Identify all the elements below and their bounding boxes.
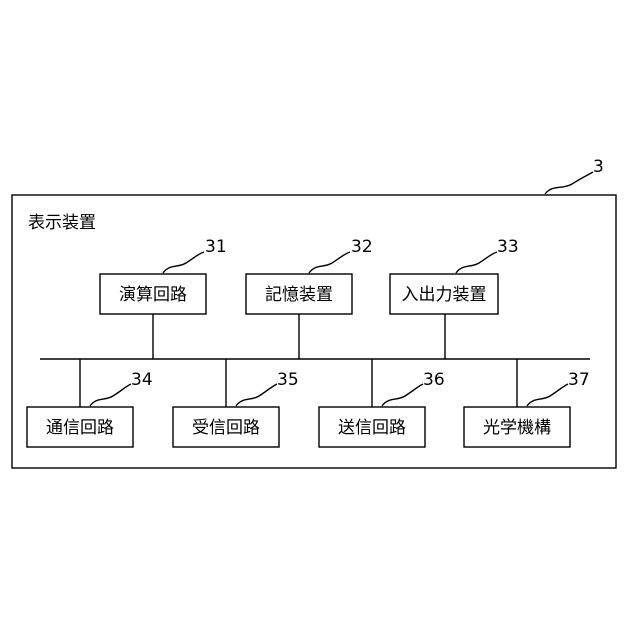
block-ref: 37 <box>568 370 590 390</box>
device-ref: 3 <box>593 157 604 177</box>
block-label: 記憶装置 <box>265 285 333 305</box>
block-ref: 31 <box>205 237 227 257</box>
block-ref: 34 <box>131 370 153 390</box>
block-ref: 35 <box>277 370 299 390</box>
block-label: 受信回路 <box>192 418 260 438</box>
block-ref: 32 <box>351 237 373 257</box>
block-label: 演算回路 <box>119 285 187 305</box>
block-label: 送信回路 <box>338 418 406 438</box>
block-ref: 33 <box>497 237 519 257</box>
device-title: 表示装置 <box>28 213 96 233</box>
device-ref-leader <box>545 172 593 194</box>
block-label: 光学機構 <box>483 418 551 438</box>
block-label: 入出力装置 <box>402 285 487 305</box>
block-label: 通信回路 <box>46 418 114 438</box>
block-ref: 36 <box>423 370 445 390</box>
